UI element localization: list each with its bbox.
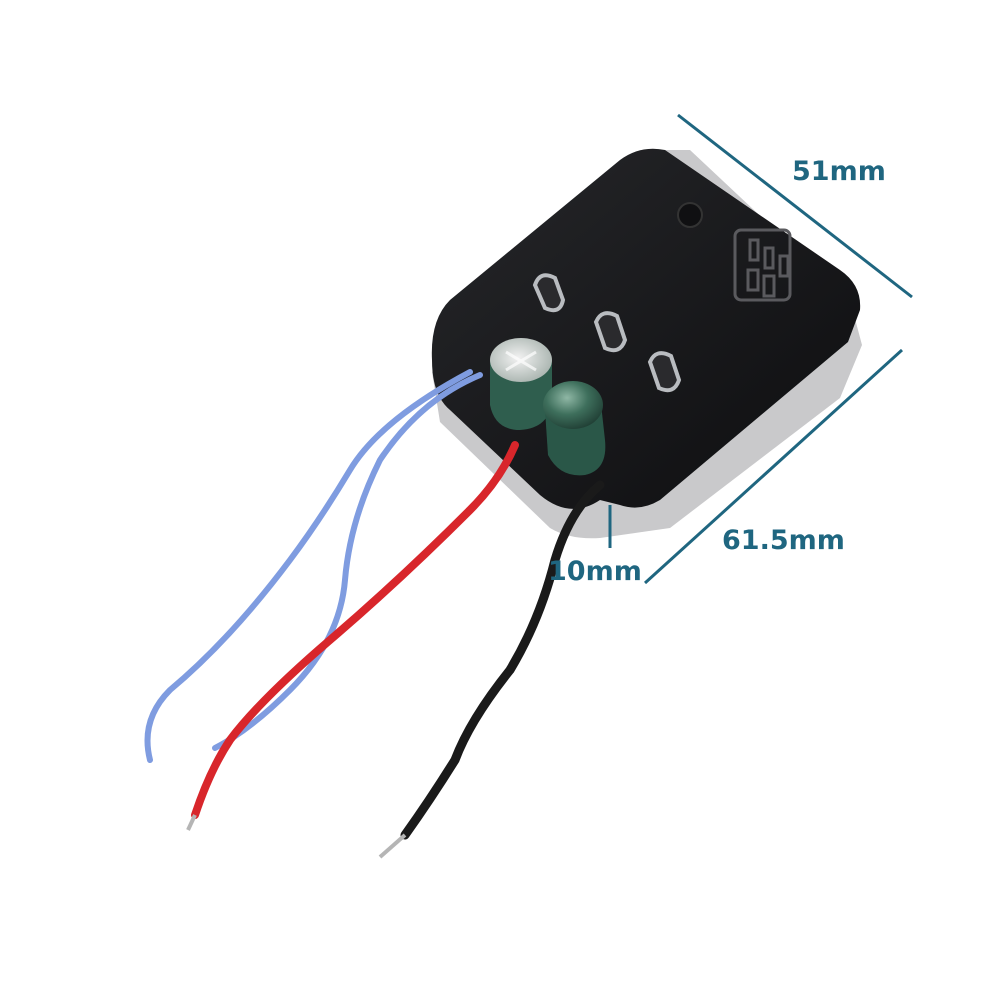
- capacitor-2: [543, 381, 606, 476]
- length-dimension-line: [643, 348, 904, 585]
- small-button: [677, 202, 703, 228]
- width-label: 51mm: [792, 156, 886, 187]
- wire-black: [400, 480, 605, 840]
- thickness-label: 10mm: [548, 556, 642, 587]
- capacitor-1: [490, 338, 552, 430]
- dimension-lines: [608, 113, 913, 585]
- wire-blue-2: [212, 372, 483, 751]
- solder-pads: [532, 273, 682, 393]
- length-label: 61.5mm: [722, 525, 845, 556]
- width-dimension-line: [677, 113, 913, 299]
- wire-blue-1: [144, 369, 473, 763]
- wire-red: [191, 441, 519, 819]
- connector-block: [733, 228, 792, 302]
